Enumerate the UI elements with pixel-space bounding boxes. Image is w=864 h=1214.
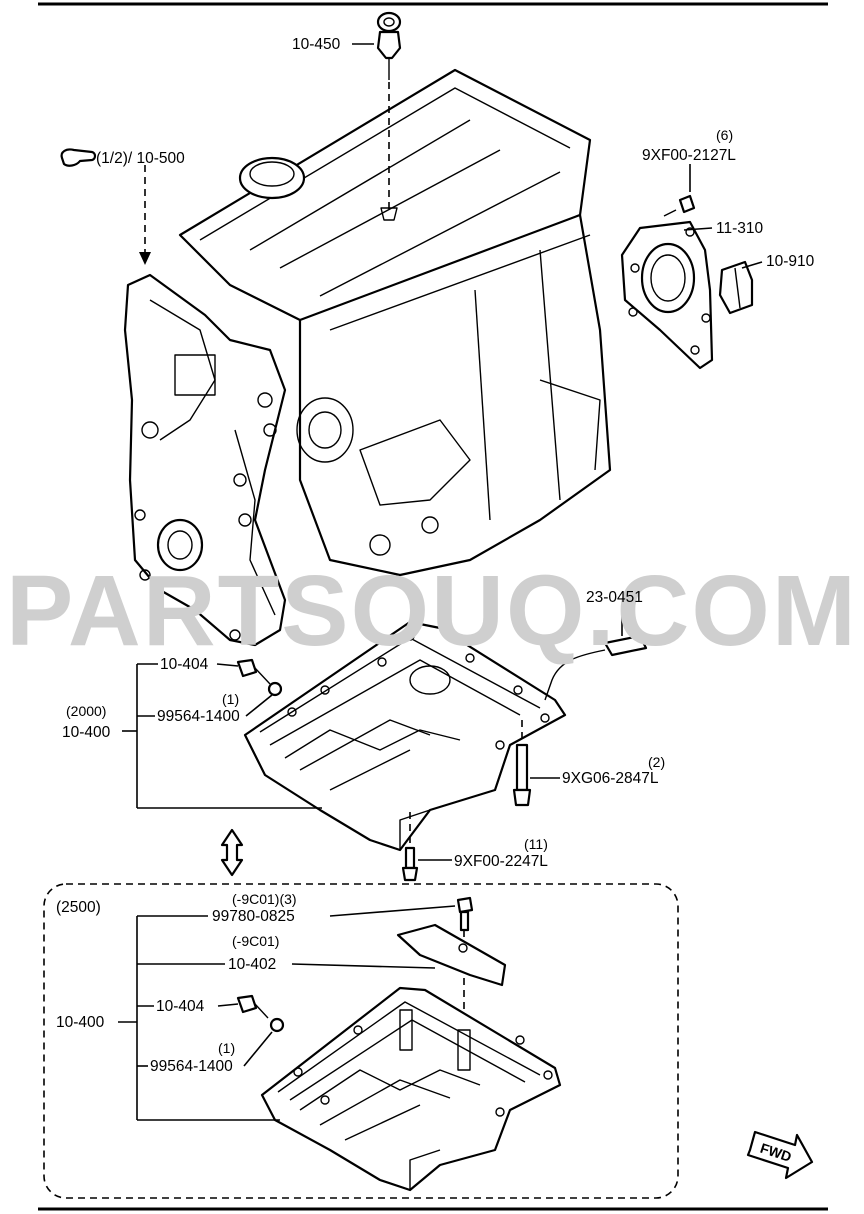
label-pan-bolt: 9XF00-2247L xyxy=(454,853,548,870)
drain-plug-lower xyxy=(236,994,269,1019)
label-gasket-qty-lower: (1) xyxy=(218,1040,235,1056)
label-pan-bolt-qty: (11) xyxy=(524,836,548,852)
label-bolt-qty-6: (6) xyxy=(716,127,733,143)
oil-level-sensor xyxy=(544,634,648,701)
baffle-plate xyxy=(396,923,507,987)
label-gasket-lower: 99564-1400 xyxy=(150,1058,233,1075)
label-pan-2500: 10-400 xyxy=(56,1014,105,1031)
drain-plug-upper xyxy=(236,658,271,685)
oil-pan-2000 xyxy=(243,620,567,852)
pointing-hand-icon xyxy=(60,148,97,167)
fwd-arrow-icon xyxy=(746,1130,814,1180)
group-2500-box xyxy=(43,883,679,1199)
label-dipstick: 10-450 xyxy=(292,36,341,53)
label-bolt-9xf00-2127l: 9XF00-2127L xyxy=(642,147,736,164)
label-drain-plug-upper: 10-404 xyxy=(160,656,209,673)
watermark: PARTSOUQ.COM xyxy=(6,555,858,667)
oil-pan-2500 xyxy=(260,986,562,1192)
label-group-2500: (2500) xyxy=(56,899,101,916)
label-gasket-upper: 99564-1400 xyxy=(157,708,240,725)
rear-cover-bolt xyxy=(663,194,696,217)
engine-block xyxy=(178,68,612,577)
rear-oil-seal xyxy=(718,260,754,315)
label-rear-cover: 11-310 xyxy=(716,220,763,237)
front-cover-arrow xyxy=(139,252,151,265)
label-rear-seal: 10-910 xyxy=(766,253,815,270)
label-pan-2000-code: (2000) xyxy=(66,703,106,719)
label-gasket-qty-upper: (1) xyxy=(222,691,239,707)
stud-bolt xyxy=(512,720,532,807)
label-front-cover-ref: (1/2)/ 10-500 xyxy=(96,150,185,167)
label-drain-plug-lower: 10-404 xyxy=(156,998,205,1015)
label-plate-code: (-9C01) xyxy=(232,933,279,949)
label-oil-level-sensor: 23-0451 xyxy=(586,589,643,606)
gasket-lower xyxy=(269,1017,285,1033)
gasket-upper xyxy=(267,681,283,697)
leader-lines xyxy=(118,43,763,1121)
rear-seal-cover xyxy=(620,220,714,370)
label-plate-bolt: 99780-0825 xyxy=(212,908,295,925)
label-pan-2000: 10-400 xyxy=(62,724,111,741)
double-arrow-icon xyxy=(220,828,244,877)
label-stud-bolt: 9XG06-2847L xyxy=(562,770,659,787)
label-stud-qty: (2) xyxy=(648,754,665,770)
label-plate: 10-402 xyxy=(228,956,276,973)
label-plate-bolt-qty: (-9C01)(3) xyxy=(232,891,297,907)
pan-bolt xyxy=(401,812,419,882)
dipstick xyxy=(376,11,402,221)
front-timing-cover xyxy=(123,273,287,647)
